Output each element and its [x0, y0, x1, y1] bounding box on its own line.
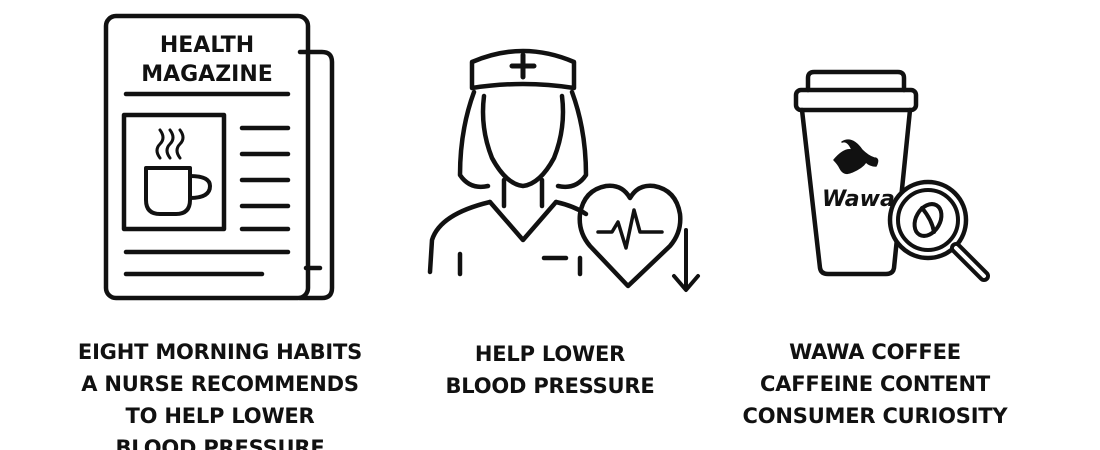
nurse-caption-line: BLOOD PRESSURE [445, 374, 655, 398]
wawa-caption-line: CAFFEINE CONTENT [760, 372, 990, 396]
steam-icon [155, 128, 185, 160]
nurse-panel: HELP LOWER BLOOD PRESSURE [400, 0, 700, 450]
nurse-icon [427, 48, 589, 277]
nurse-caption: HELP LOWER BLOOD PRESSURE [400, 338, 700, 402]
wawa-caption-line: CONSUMER CURIOSITY [742, 404, 1008, 428]
magazine-panel: HEALTH MAGAZINE EIGHT MORNING HABITS A N… [0, 0, 440, 450]
magazine-title-line2: MAGAZINE [141, 62, 273, 87]
wawa-caption: WAWA COFFEE CAFFEINE CONTENT CONSUMER CU… [730, 336, 1020, 432]
heartbeat-icon [596, 208, 664, 250]
magazine-caption-line: EIGHT MORNING HABITS [77, 340, 363, 364]
wawa-caption-line: WAWA COFFEE [789, 340, 961, 364]
newspaper-icon [103, 13, 335, 301]
wawa-panel: Wawa WAWA COFFEE CAFFEINE CONTENT CONSUM… [730, 0, 1100, 450]
coffee-cup-icon [144, 166, 212, 216]
nurse-caption-line: HELP LOWER [474, 342, 626, 366]
goose-logo-icon [833, 139, 879, 175]
magazine-caption-line: A NURSE RECOMMENDS [81, 372, 359, 396]
heart-icon [577, 183, 683, 289]
magazine-caption: EIGHT MORNING HABITS A NURSE RECOMMENDS … [0, 336, 440, 450]
magazine-caption-line: BLOOD PRESSURE [115, 436, 325, 450]
wawa-brand-text: Wawa [822, 187, 895, 212]
coffee-bean-icon [912, 202, 944, 238]
wawa-brand: Wawa [822, 187, 895, 212]
down-arrow-icon [672, 228, 700, 292]
magazine-title-line1: HEALTH [160, 33, 254, 58]
magazine-title: HEALTH MAGAZINE [141, 33, 273, 87]
magazine-caption-line: TO HELP LOWER [125, 404, 315, 428]
coffee-cup-to-go-icon [793, 69, 919, 277]
